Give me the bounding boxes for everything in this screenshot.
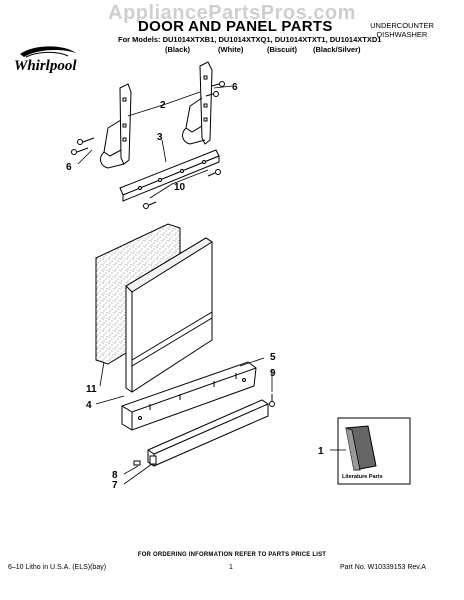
door-hinge-bracket-right bbox=[182, 61, 213, 145]
swirl-icon bbox=[20, 46, 76, 58]
literature-booklet bbox=[345, 425, 377, 471]
print-info: 6–10 Litho in U.S.A. (ELS)(bay) bbox=[8, 564, 107, 571]
literature-parts-label: Literature Parts bbox=[342, 474, 383, 480]
door-panel bbox=[125, 237, 213, 393]
screw-9 bbox=[269, 394, 275, 407]
callout-9: 9 bbox=[270, 368, 276, 379]
watermark: AppliancePartsPros.com bbox=[108, 2, 356, 24]
callout-5: 5 bbox=[270, 352, 276, 363]
callout-8: 8 bbox=[112, 470, 118, 481]
color-black: (Black) bbox=[165, 45, 191, 54]
toe-panel bbox=[147, 399, 269, 467]
callout-3: 3 bbox=[157, 132, 163, 143]
access-panel-bracket bbox=[121, 361, 257, 431]
literature-box bbox=[337, 417, 411, 485]
part-number: Part No. W10339153 Rev.A bbox=[340, 564, 426, 571]
callout-6-right: 6 bbox=[232, 82, 238, 93]
door-brace bbox=[119, 149, 220, 202]
appliance-category: UNDERCOUNTER DISHWASHER bbox=[362, 21, 442, 39]
ordering-note: FOR ORDERING INFORMATION REFER TO PARTS … bbox=[137, 552, 327, 558]
model-list: For Models: DU1014XTXB1, DU1014XTXQ1, DU… bbox=[118, 35, 382, 44]
page-number: 1 bbox=[229, 564, 233, 571]
callout-7: 7 bbox=[112, 480, 118, 491]
brand-name: Whirlpool bbox=[14, 58, 77, 74]
screw-10 bbox=[143, 169, 221, 209]
category-line-1: UNDERCOUNTER bbox=[370, 21, 434, 30]
screw-6-right bbox=[205, 81, 225, 97]
category-line-2: DISHWASHER bbox=[376, 30, 428, 39]
color-black-silver: (Black/Silver) bbox=[313, 45, 361, 54]
page-title: DOOR AND PANEL PARTS bbox=[138, 18, 333, 35]
color-biscuit: (Biscuit) bbox=[267, 45, 297, 54]
callout-2: 2 bbox=[160, 100, 166, 111]
callout-1: 1 bbox=[318, 446, 324, 457]
whirlpool-logo: Whirlpool bbox=[14, 44, 94, 76]
callout-6-left: 6 bbox=[66, 162, 72, 173]
leader-lines bbox=[77, 85, 346, 485]
callout-4: 4 bbox=[86, 400, 92, 411]
screw-6-left bbox=[71, 137, 95, 155]
color-white: (White) bbox=[218, 45, 244, 54]
door-hinge-bracket-left bbox=[100, 83, 132, 169]
callout-11: 11 bbox=[86, 384, 97, 395]
callout-10: 10 bbox=[174, 182, 186, 193]
clip-8 bbox=[133, 460, 141, 466]
